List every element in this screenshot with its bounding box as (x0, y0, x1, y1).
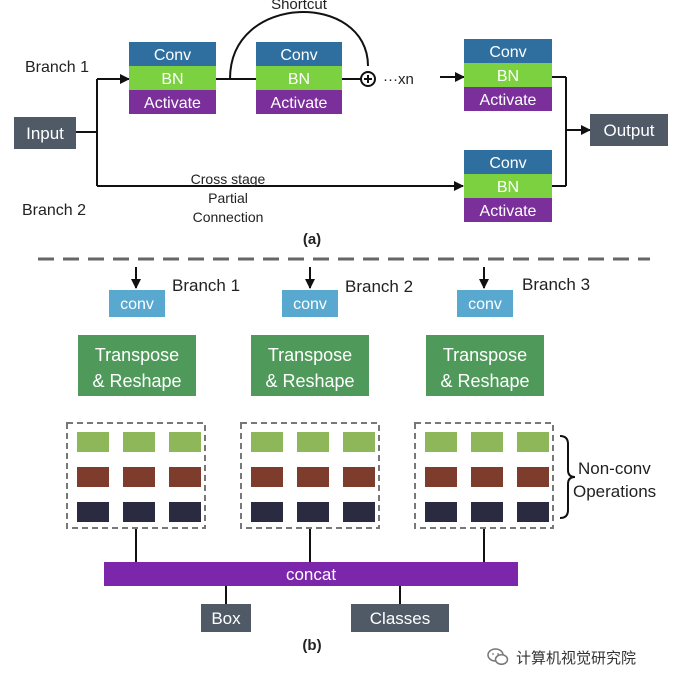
output-box: Output (590, 114, 668, 146)
branch1-transpose-line-1: Transpose (95, 345, 179, 365)
stack1-bn-label: BN (161, 71, 183, 88)
caption-a: (a) (303, 231, 321, 248)
branch3-transpose-line-2: & Reshape (440, 371, 529, 391)
branch3-grid-border (414, 422, 554, 529)
conv-bn-activate-stack-1: Conv BN Activate (129, 42, 216, 114)
stack4-bn-label: BN (497, 179, 519, 196)
branch3-cell-grid (425, 432, 549, 522)
op-cell-green (77, 432, 109, 452)
op-cell-brown (517, 467, 549, 487)
stack2-conv-label: Conv (280, 47, 317, 64)
input-box: Input (14, 117, 76, 149)
op-cell-navy (517, 502, 549, 522)
branch2-label-b: Branch 2 (345, 277, 413, 296)
op-cell-navy (77, 502, 109, 522)
branch2-cell-grid (251, 432, 375, 522)
conv-bn-activate-stack-4: Conv BN Activate (464, 150, 552, 222)
branch1-transpose-line-2: & Reshape (92, 371, 181, 391)
stack2-activate-label: Activate (271, 95, 328, 112)
shortcut-arc (229, 11, 369, 80)
op-cell-brown (77, 467, 109, 487)
shortcut-label: Shortcut (271, 0, 328, 13)
stack2-bn-label: BN (288, 71, 310, 88)
watermark-text: 计算机视觉研究院 (516, 648, 637, 667)
concat-bar: concat (104, 562, 518, 586)
op-cell-green (425, 432, 457, 452)
stack4-activate-label: Activate (480, 203, 537, 220)
output-label: Output (603, 121, 654, 140)
op-cell-brown (297, 467, 329, 487)
branch2-transpose-line-2: & Reshape (265, 371, 354, 391)
classes-output: Classes (351, 604, 449, 632)
stack3-activate-label: Activate (480, 92, 537, 109)
branch-b-1: Branch 1 conv Transpose & Reshape (66, 276, 240, 529)
op-cell-brown (123, 467, 155, 487)
branch3-conv-label: conv (468, 296, 502, 313)
branch1-conv-label: conv (120, 296, 154, 313)
cross-stage-line-3: Connection (193, 209, 264, 225)
op-cell-green (517, 432, 549, 452)
cross-stage-line-2: Partial (208, 190, 248, 206)
nonconv-label-line-2: Operations (573, 482, 656, 501)
stack3-conv-label: Conv (489, 44, 526, 61)
op-cell-green (343, 432, 375, 452)
op-cell-brown (169, 467, 201, 487)
op-cell-navy (297, 502, 329, 522)
branch-b-3: Branch 3 conv Transpose & Reshape (414, 275, 590, 529)
op-cell-brown (425, 467, 457, 487)
op-cell-navy (425, 502, 457, 522)
branch2-conv-label: conv (293, 296, 327, 313)
part-b-connectors (131, 267, 489, 604)
wechat-icon (487, 648, 509, 666)
classes-label: Classes (370, 609, 430, 628)
op-cell-brown (343, 467, 375, 487)
stack4-conv-label: Conv (489, 155, 526, 172)
box-output: Box (201, 604, 251, 632)
input-label: Input (26, 124, 64, 143)
branch1-label-b: Branch 1 (172, 276, 240, 295)
op-cell-navy (169, 502, 201, 522)
box-label: Box (211, 609, 241, 628)
op-cell-green (123, 432, 155, 452)
plus-junction-icon (360, 71, 376, 87)
op-cell-navy (251, 502, 283, 522)
branch1-cell-grid (77, 432, 201, 522)
branch2-grid-border (240, 422, 380, 529)
op-cell-green (251, 432, 283, 452)
op-cell-navy (123, 502, 155, 522)
stack1-conv-label: Conv (154, 47, 191, 64)
op-cell-brown (471, 467, 503, 487)
part-a-connectors (70, 11, 591, 191)
op-cell-green (169, 432, 201, 452)
op-cell-navy (471, 502, 503, 522)
conv-bn-activate-stack-3: Conv BN Activate (464, 39, 552, 111)
branch3-label-b: Branch 3 (522, 275, 590, 294)
op-cell-green (471, 432, 503, 452)
caption-b: (b) (302, 637, 321, 654)
op-cell-green (297, 432, 329, 452)
op-cell-brown (251, 467, 283, 487)
part-b: Branch 1 conv Transpose & Reshape Branch… (66, 267, 656, 654)
op-cell-navy (343, 502, 375, 522)
conv-bn-activate-stack-2: Conv BN Activate (256, 42, 342, 114)
cross-stage-label: Cross stage Partial Connection (191, 171, 266, 225)
branch1-label-a: Branch 1 (25, 59, 89, 76)
cross-stage-line-1: Cross stage (191, 171, 266, 187)
concat-label: concat (286, 565, 336, 584)
branch2-label-a: Branch 2 (22, 202, 86, 219)
stack3-bn-label: BN (497, 68, 519, 85)
watermark: 计算机视觉研究院 (486, 644, 676, 670)
part-a: ···xn Shortcut Branch 1 Branch 2 Input O… (14, 0, 668, 248)
nonconv-label-line-1: Non-conv (578, 459, 651, 478)
branch1-grid-border (66, 422, 206, 529)
stack1-activate-label: Activate (144, 95, 201, 112)
branch-b-2: Branch 2 conv Transpose & Reshape (240, 277, 413, 529)
repeat-label: ···xn (383, 71, 414, 88)
nonconv-brace (559, 435, 576, 519)
branch3-transpose-line-1: Transpose (443, 345, 527, 365)
branch2-transpose-line-1: Transpose (268, 345, 352, 365)
